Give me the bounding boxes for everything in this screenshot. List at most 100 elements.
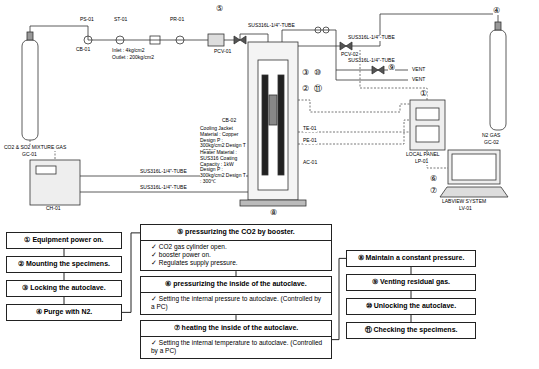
step-title: ⑨ Venting residual gas. (347, 275, 475, 290)
tube-line (30, 26, 268, 42)
valve (234, 36, 246, 44)
step-title: ② Mounting the specimens. (7, 257, 121, 272)
autoclave-vessel (258, 60, 288, 190)
step-box: ② Mounting the specimens. (6, 256, 122, 273)
step-detail: ✓ Regulates supply pressure. (151, 259, 325, 267)
flow-connector (64, 297, 65, 304)
gauge (176, 36, 184, 44)
step-box: ⑧ Maintain a constant pressure. (346, 250, 476, 267)
step-title: ⑪ Checking the specimens. (347, 323, 475, 338)
step-detail: ✓ booster power on. (151, 251, 325, 259)
gauge (116, 36, 124, 44)
gas-cylinder (22, 40, 38, 140)
part-label: TE-01 (303, 126, 317, 132)
cylinder-valve (495, 22, 501, 30)
step-box: ⑩ Unlocking the autoclave. (346, 298, 476, 315)
pc-monitor (448, 150, 500, 184)
cylinder-valve (27, 32, 33, 40)
part-label: LV-01 (459, 206, 472, 212)
autoclave-base (240, 200, 306, 206)
callout-number: ⑩ (314, 68, 321, 77)
flow-connector (411, 315, 412, 322)
valve (372, 66, 384, 74)
step-body: ✓ Setting the internal pressure to autoc… (141, 293, 331, 314)
gas-cylinder (490, 30, 506, 130)
step-title: ③ Locking the autoclave. (7, 281, 121, 296)
part-label: GC-01 (22, 152, 37, 158)
step-title: ① Equipment power on. (7, 233, 121, 248)
part-label: AC-01 (303, 160, 317, 166)
signal-line (298, 120, 410, 144)
panel-screen (416, 108, 439, 120)
callout-number: ⑧ (270, 208, 277, 217)
part-label: CB-01 (76, 47, 90, 53)
heater (278, 75, 284, 175)
step-title: ⑦ heating the inside of the autoclave. (141, 321, 331, 337)
part-label: PCV-02 (341, 52, 358, 58)
part-label: PE-01 (303, 138, 317, 144)
tube-line (80, 192, 248, 193)
part-label: N2 GAS (482, 133, 500, 139)
part-label: SUS316L-1/4"-TUBE (248, 23, 295, 29)
signal-line (298, 100, 410, 112)
part-label: SUS316L-1/4"-TUBE (140, 185, 187, 191)
part-label: SUS316L-1/4"-TUBE (140, 169, 187, 175)
chiller (30, 160, 80, 205)
local-panel (410, 100, 445, 150)
flow-connector (332, 258, 346, 339)
part-label: CO2 & SO2 MIXTURE GAS (4, 145, 66, 151)
part-label: VENT (412, 67, 425, 73)
pc-screen (452, 154, 496, 180)
callout-number: ⑪ (314, 84, 322, 93)
part-label: LOCAL PANEL (406, 152, 440, 158)
step-detail: ✓ CO2 gas cylinder open. (151, 243, 325, 251)
flow-connector (64, 273, 65, 280)
step-box: ⑨ Venting residual gas. (346, 274, 476, 291)
callout-number: ⑥ (430, 174, 437, 183)
flow-connector (122, 233, 140, 313)
step-detail: ✓ Setting the internal pressure to autoc… (151, 295, 325, 311)
step-title: ⑤ pressurizing the CO2 by booster. (141, 225, 331, 241)
flow-connector (411, 267, 412, 274)
part-label: PS-01 (80, 17, 94, 23)
callout-number: ⑦ (430, 186, 437, 195)
part-label: CH-01 (46, 206, 60, 212)
gauge (84, 36, 92, 44)
gauge (315, 27, 321, 33)
callout-number: ⑤ (216, 4, 223, 13)
callout-number: ③ (302, 68, 309, 77)
step-body: ✓ Setting the internal temperature to au… (141, 337, 331, 358)
part-label: LABVIEW SYSTEM (442, 199, 486, 205)
part-label: GC-02 (484, 140, 499, 146)
step-box: ④ Purge with N2. (6, 304, 122, 321)
step-box: ⑪ Checking the specimens. (346, 322, 476, 339)
step-body: ✓ CO2 gas cylinder open.✓ booster power … (141, 241, 331, 270)
tube-line (290, 14, 498, 46)
gauge (323, 27, 329, 33)
flow-connector (411, 291, 412, 298)
part-label: PCV-01 (214, 49, 231, 55)
filter (150, 36, 160, 44)
part-label: Inlet : 4kg/cm2 (112, 48, 145, 54)
heater (262, 75, 268, 175)
autoclave-frame (248, 42, 298, 200)
step-title: ⑧ Maintain a constant pressure. (347, 251, 475, 266)
part-label: VENT (412, 77, 425, 83)
booster (208, 34, 224, 46)
part-label: LP-01 (415, 159, 428, 165)
callout-number: ② (302, 84, 309, 93)
flow-connector (64, 249, 65, 256)
step-title: ⑩ Unlocking the autoclave. (347, 299, 475, 314)
part-label: Outlet : 200kg/cm2 (112, 55, 154, 61)
step-box-detail: ⑦ heating the inside of the autoclave.✓ … (140, 320, 332, 359)
callout-number: ① (420, 89, 427, 98)
callout-number: Heater Material : SUS316 Coating Capacit… (200, 150, 246, 185)
step-title: ⑥ pressurizing the inside of the autocla… (141, 277, 331, 293)
part-label: PR-01 (170, 17, 184, 23)
specimen (269, 95, 277, 125)
valve (340, 42, 352, 50)
step-box-detail: ⑥ pressurizing the inside of the autocla… (140, 276, 332, 315)
panel-screen (416, 126, 439, 142)
part-label: CB-02 (222, 118, 236, 124)
chiller-display (36, 166, 56, 174)
